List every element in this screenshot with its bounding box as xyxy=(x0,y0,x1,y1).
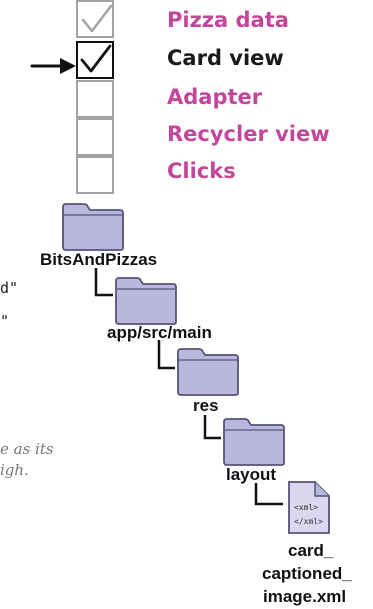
progress-label-clicks: Clicks xyxy=(167,159,236,183)
folder-icon-bitsandpizzas xyxy=(62,203,124,251)
folder-label-bitsandpizzas: BitsAndPizzas xyxy=(40,250,158,269)
current-step-arrow-icon xyxy=(30,58,76,74)
annotation-line-1: e as its xyxy=(0,440,54,458)
checkbox-pizza-data xyxy=(76,0,114,38)
checkbox-adapter xyxy=(76,80,114,118)
progress-label-pizza-data: Pizza data xyxy=(167,8,289,32)
folder-label-res: res xyxy=(193,396,219,415)
xml-close-tag: </xml> xyxy=(294,517,323,526)
code-fragment-line-2: " xyxy=(0,312,10,330)
xml-file-icon: <xml> </xml> xyxy=(288,481,330,534)
checkbox-card-view xyxy=(76,41,114,79)
folder-label-layout: layout xyxy=(226,465,277,484)
checkbox-clicks xyxy=(76,156,114,194)
checkbox-recycler-view xyxy=(76,118,114,156)
folder-icon-res xyxy=(177,348,239,396)
progress-label-recycler-view: Recycler view xyxy=(167,122,330,146)
file-name-line-2: captioned_ xyxy=(262,564,352,583)
progress-checklist xyxy=(76,0,116,197)
annotation-line-2: igh. xyxy=(0,461,29,479)
folder-label-app-src-main: app/src/main xyxy=(107,323,212,342)
folder-icon-app-src-main xyxy=(115,277,177,325)
file-name-line-3: image.xml xyxy=(263,587,347,606)
code-fragment-line-1: d" xyxy=(0,279,19,297)
file-name-line-1: card_ xyxy=(288,541,334,560)
xml-open-tag: <xml> xyxy=(294,503,318,512)
folder-icon-layout xyxy=(223,418,285,466)
progress-label-card-view: Card view xyxy=(167,46,284,70)
progress-label-adapter: Adapter xyxy=(167,85,263,109)
